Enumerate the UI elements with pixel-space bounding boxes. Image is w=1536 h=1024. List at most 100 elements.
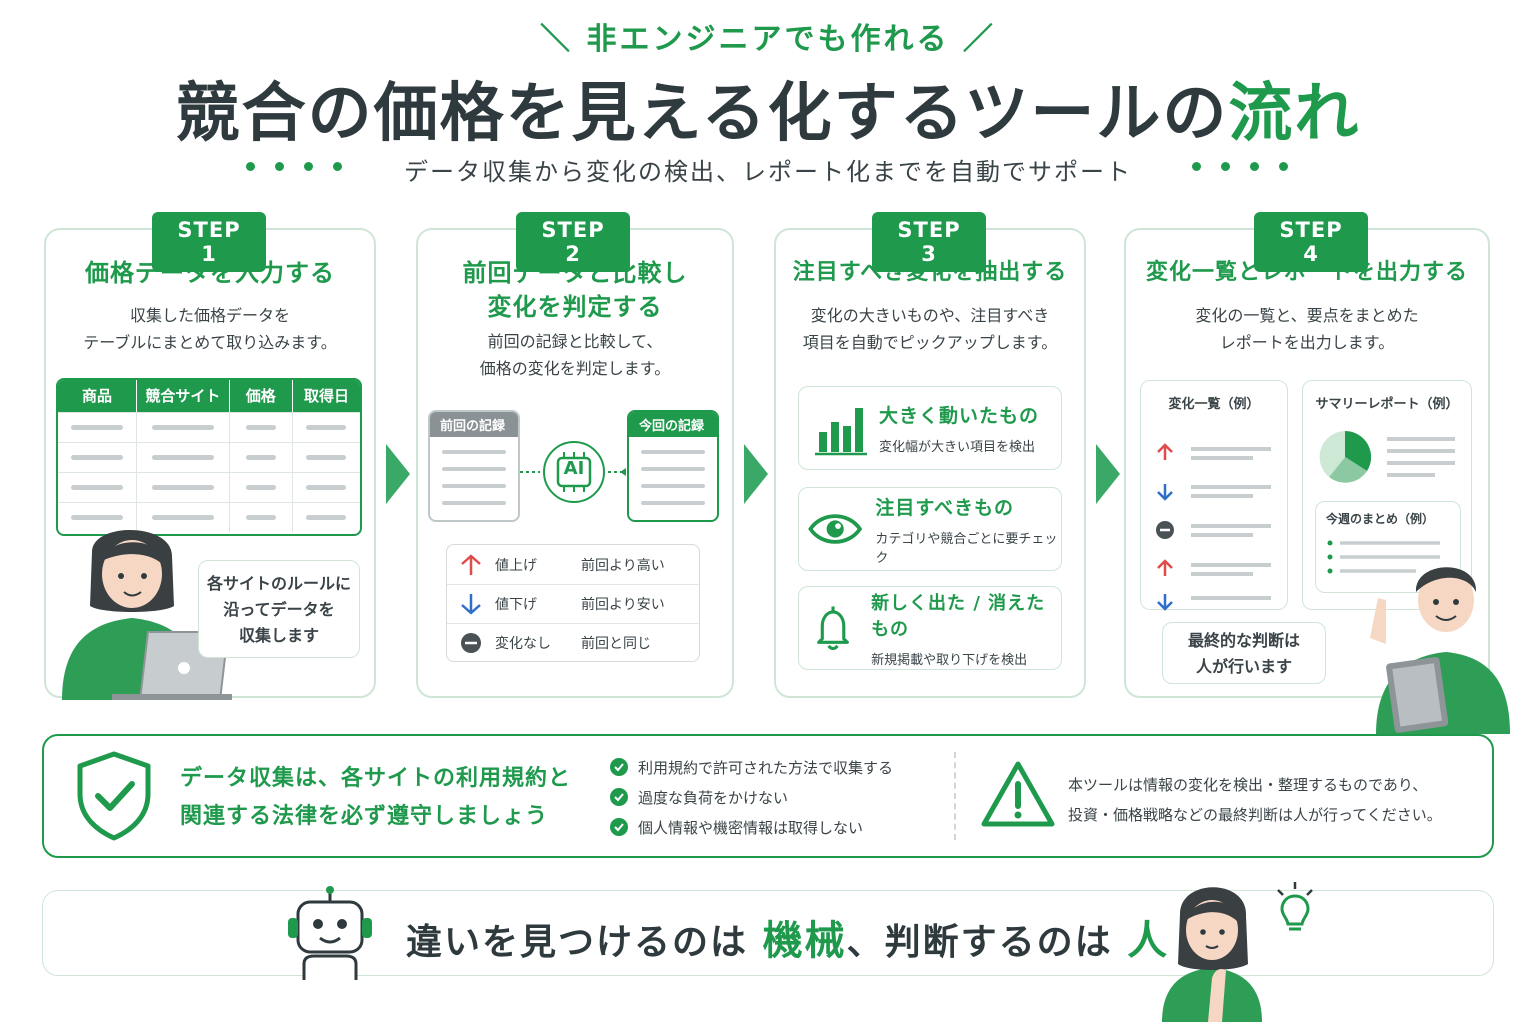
current-record-panel: 今回の記録 <box>627 410 719 522</box>
feature-desc: 変化幅が大きい項目を検出 <box>879 440 1036 455</box>
compliance-headline: データ収集は、各サイトの利用規約と 関連する法律を必ず遵守しましょう <box>180 760 571 836</box>
shield-check-icon <box>77 751 151 841</box>
feature-new-gone: 新しく出た / 消えたもの 新規掲載や取り下げを検出 <box>798 586 1062 670</box>
check-item: 過度な負荷をかけない <box>610 782 893 812</box>
step3-desc-line: 項目を自動でピックアップします。 <box>802 333 1058 352</box>
warning-text: 本ツールは情報の変化を検出・整理するものであり、 投資・価格戦略などの最終判断は… <box>1068 770 1442 830</box>
table-row <box>58 472 360 502</box>
check-icon <box>610 818 628 836</box>
check-icon <box>610 758 628 776</box>
title-main: 競合の価格を見える化するツールの <box>175 77 1229 151</box>
check-icon <box>610 788 628 806</box>
table-row <box>58 442 360 472</box>
legend-status: 値下げ <box>495 597 537 613</box>
motto-machine: 機械 <box>762 918 847 964</box>
warning-line: 本ツールは情報の変化を検出・整理するものであり、 <box>1068 776 1428 794</box>
legend-row-same: 変化なし 前回と同じ <box>447 623 699 662</box>
step2-title: 前回データと比較し 変化を判定する <box>416 256 734 324</box>
flow-arrow-icon <box>1096 444 1120 504</box>
step4-desc-line: レポートを出力します。 <box>1219 333 1395 352</box>
ai-chip-icon <box>520 441 626 503</box>
col-header-price: 価格 <box>230 380 293 412</box>
motto-text: 違いを見つけるのは 機械、判断するのは 人 <box>406 908 1169 966</box>
legend-row-up: 値上げ 前回より高い <box>447 545 699 584</box>
compliance-headline-line: 関連する法律を必ず遵守しましょう <box>180 804 549 829</box>
table-row <box>58 502 360 532</box>
bubble-line: 各サイトのルールに <box>206 574 351 593</box>
bar-chart-icon <box>815 408 867 456</box>
legend-status: 変化なし <box>495 636 551 652</box>
eye-icon <box>808 514 863 544</box>
step3-desc: 変化の大きいものや、注目すべき 項目を自動でピックアップします。 <box>774 302 1086 356</box>
warning-line: 投資・価格戦略などの最終判断は人が行ってください。 <box>1068 806 1442 824</box>
feature-title: 大きく動いたもの <box>879 405 1040 427</box>
legend-row-down: 値下げ 前回より安い <box>447 584 699 623</box>
arrow-down-icon <box>461 594 481 615</box>
step2-desc-line: 前回の記録と比較して、 <box>487 332 663 351</box>
step3-badge: STEP 3 <box>872 212 986 272</box>
change-list-title: 変化一覧（例） <box>1168 397 1260 412</box>
change-list-panel: 変化一覧（例） <box>1140 380 1288 611</box>
bubble-line: 最終的な判断は <box>1187 631 1300 650</box>
bubble-line: 人が行います <box>1195 657 1292 676</box>
previous-record-panel: 前回の記録 <box>428 410 520 522</box>
feature-watch: 注目すべきもの カテゴリや競合ごとに要チェック <box>798 487 1062 571</box>
motto-part2: 、判断するのは <box>846 922 1113 963</box>
step4-speech-bubble: 最終的な判断は 人が行います <box>1162 622 1326 684</box>
change-legend: 値上げ 前回より高い 値下げ 前回より安い 変化なし 前回と同じ <box>446 544 700 662</box>
robot-icon <box>288 886 372 980</box>
feature-title: 新しく出た / 消えたもの <box>871 592 1046 640</box>
feature-desc: カテゴリや競合ごとに要チェック <box>875 531 1058 566</box>
price-data-table: 商品 競合サイト 価格 取得日 <box>56 378 362 536</box>
weekly-summary-lines <box>1327 540 1440 574</box>
flow-arrow-icon <box>744 444 768 504</box>
col-header-date: 取得日 <box>303 387 349 405</box>
compliance-box <box>42 734 1494 858</box>
step4-title: 変化一覧とレポートを出力する <box>1145 260 1468 285</box>
step2-title-line: 前回データと比較し <box>462 259 688 287</box>
step2-desc-line: 価格の変化を判定します。 <box>479 359 671 378</box>
motto-box <box>42 890 1494 976</box>
table-row <box>58 412 360 442</box>
summary-report-panel: サマリーレポート（例） 今週のまとめ（例） <box>1302 380 1472 610</box>
tagline: ＼ 非エンジニアでも作れる ／ <box>540 22 996 57</box>
step1-badge: STEP 1 <box>152 212 266 272</box>
col-header-product: 商品 <box>58 380 137 412</box>
legend-status: 値上げ <box>495 557 537 574</box>
step2-title-line: 変化を判定する <box>487 293 663 321</box>
motto-part1: 違いを見つけるのは <box>406 922 749 963</box>
subtitle: データ収集から変化の検出、レポート化までを自動でサポート <box>404 158 1132 186</box>
weekly-summary-title: 今週のまとめ（例） <box>1326 512 1435 526</box>
title-accent: 流れ <box>1228 77 1361 151</box>
step1-speech-bubble: 各サイトのルールに 沿ってデータを 収集します <box>198 560 360 658</box>
step4-desc-line: 変化の一覧と、要点をまとめた <box>1195 306 1419 325</box>
step2-badge: STEP 2 <box>516 212 630 272</box>
step1-desc-line: 収集した価格データを <box>129 306 290 325</box>
step1-desc-line: テーブルにまとめて取り込みます。 <box>83 333 337 352</box>
thinking-woman-illustration <box>1162 887 1262 1022</box>
step3-desc-line: 変化の大きいものや、注目すべき <box>810 306 1050 325</box>
compliance-checklist: 利用規約で許可された方法で収集する 過度な負荷をかけない 個人情報や機密情報は取… <box>610 752 893 842</box>
compliance-divider <box>954 752 956 840</box>
step1-desc: 収集した価格データを テーブルにまとめて取り込みます。 <box>44 302 376 356</box>
legend-meaning: 前回より高い <box>581 557 665 574</box>
table-header: 商品 競合サイト 価格 取得日 <box>58 380 360 412</box>
feature-desc: 新規掲載や取り下げを検出 <box>871 652 1028 668</box>
motto-human: 人 <box>1127 918 1170 964</box>
step4-badge: STEP 4 <box>1254 212 1368 272</box>
col-header-site: 競合サイト <box>137 380 230 412</box>
feature-title: 注目すべきもの <box>875 496 1015 519</box>
pie-chart-icon <box>1319 430 1455 483</box>
ai-label: AI <box>563 458 585 479</box>
check-item: 利用規約で許可された方法で収集する <box>610 752 893 782</box>
man-clipboard-illustration <box>1370 567 1510 734</box>
flow-arrow-icon <box>386 444 410 504</box>
step2-desc: 前回の記録と比較して、 価格の変化を判定します。 <box>416 328 734 382</box>
previous-record-label: 前回の記録 <box>430 412 518 437</box>
arrow-up-icon <box>461 553 481 575</box>
minus-circle-icon <box>461 633 481 653</box>
bell-icon <box>817 606 849 651</box>
current-record-label: 今回の記録 <box>629 412 717 437</box>
compliance-headline-line: データ収集は、各サイトの利用規約と <box>180 766 572 791</box>
step1-title: 価格データを入力する <box>85 259 335 287</box>
